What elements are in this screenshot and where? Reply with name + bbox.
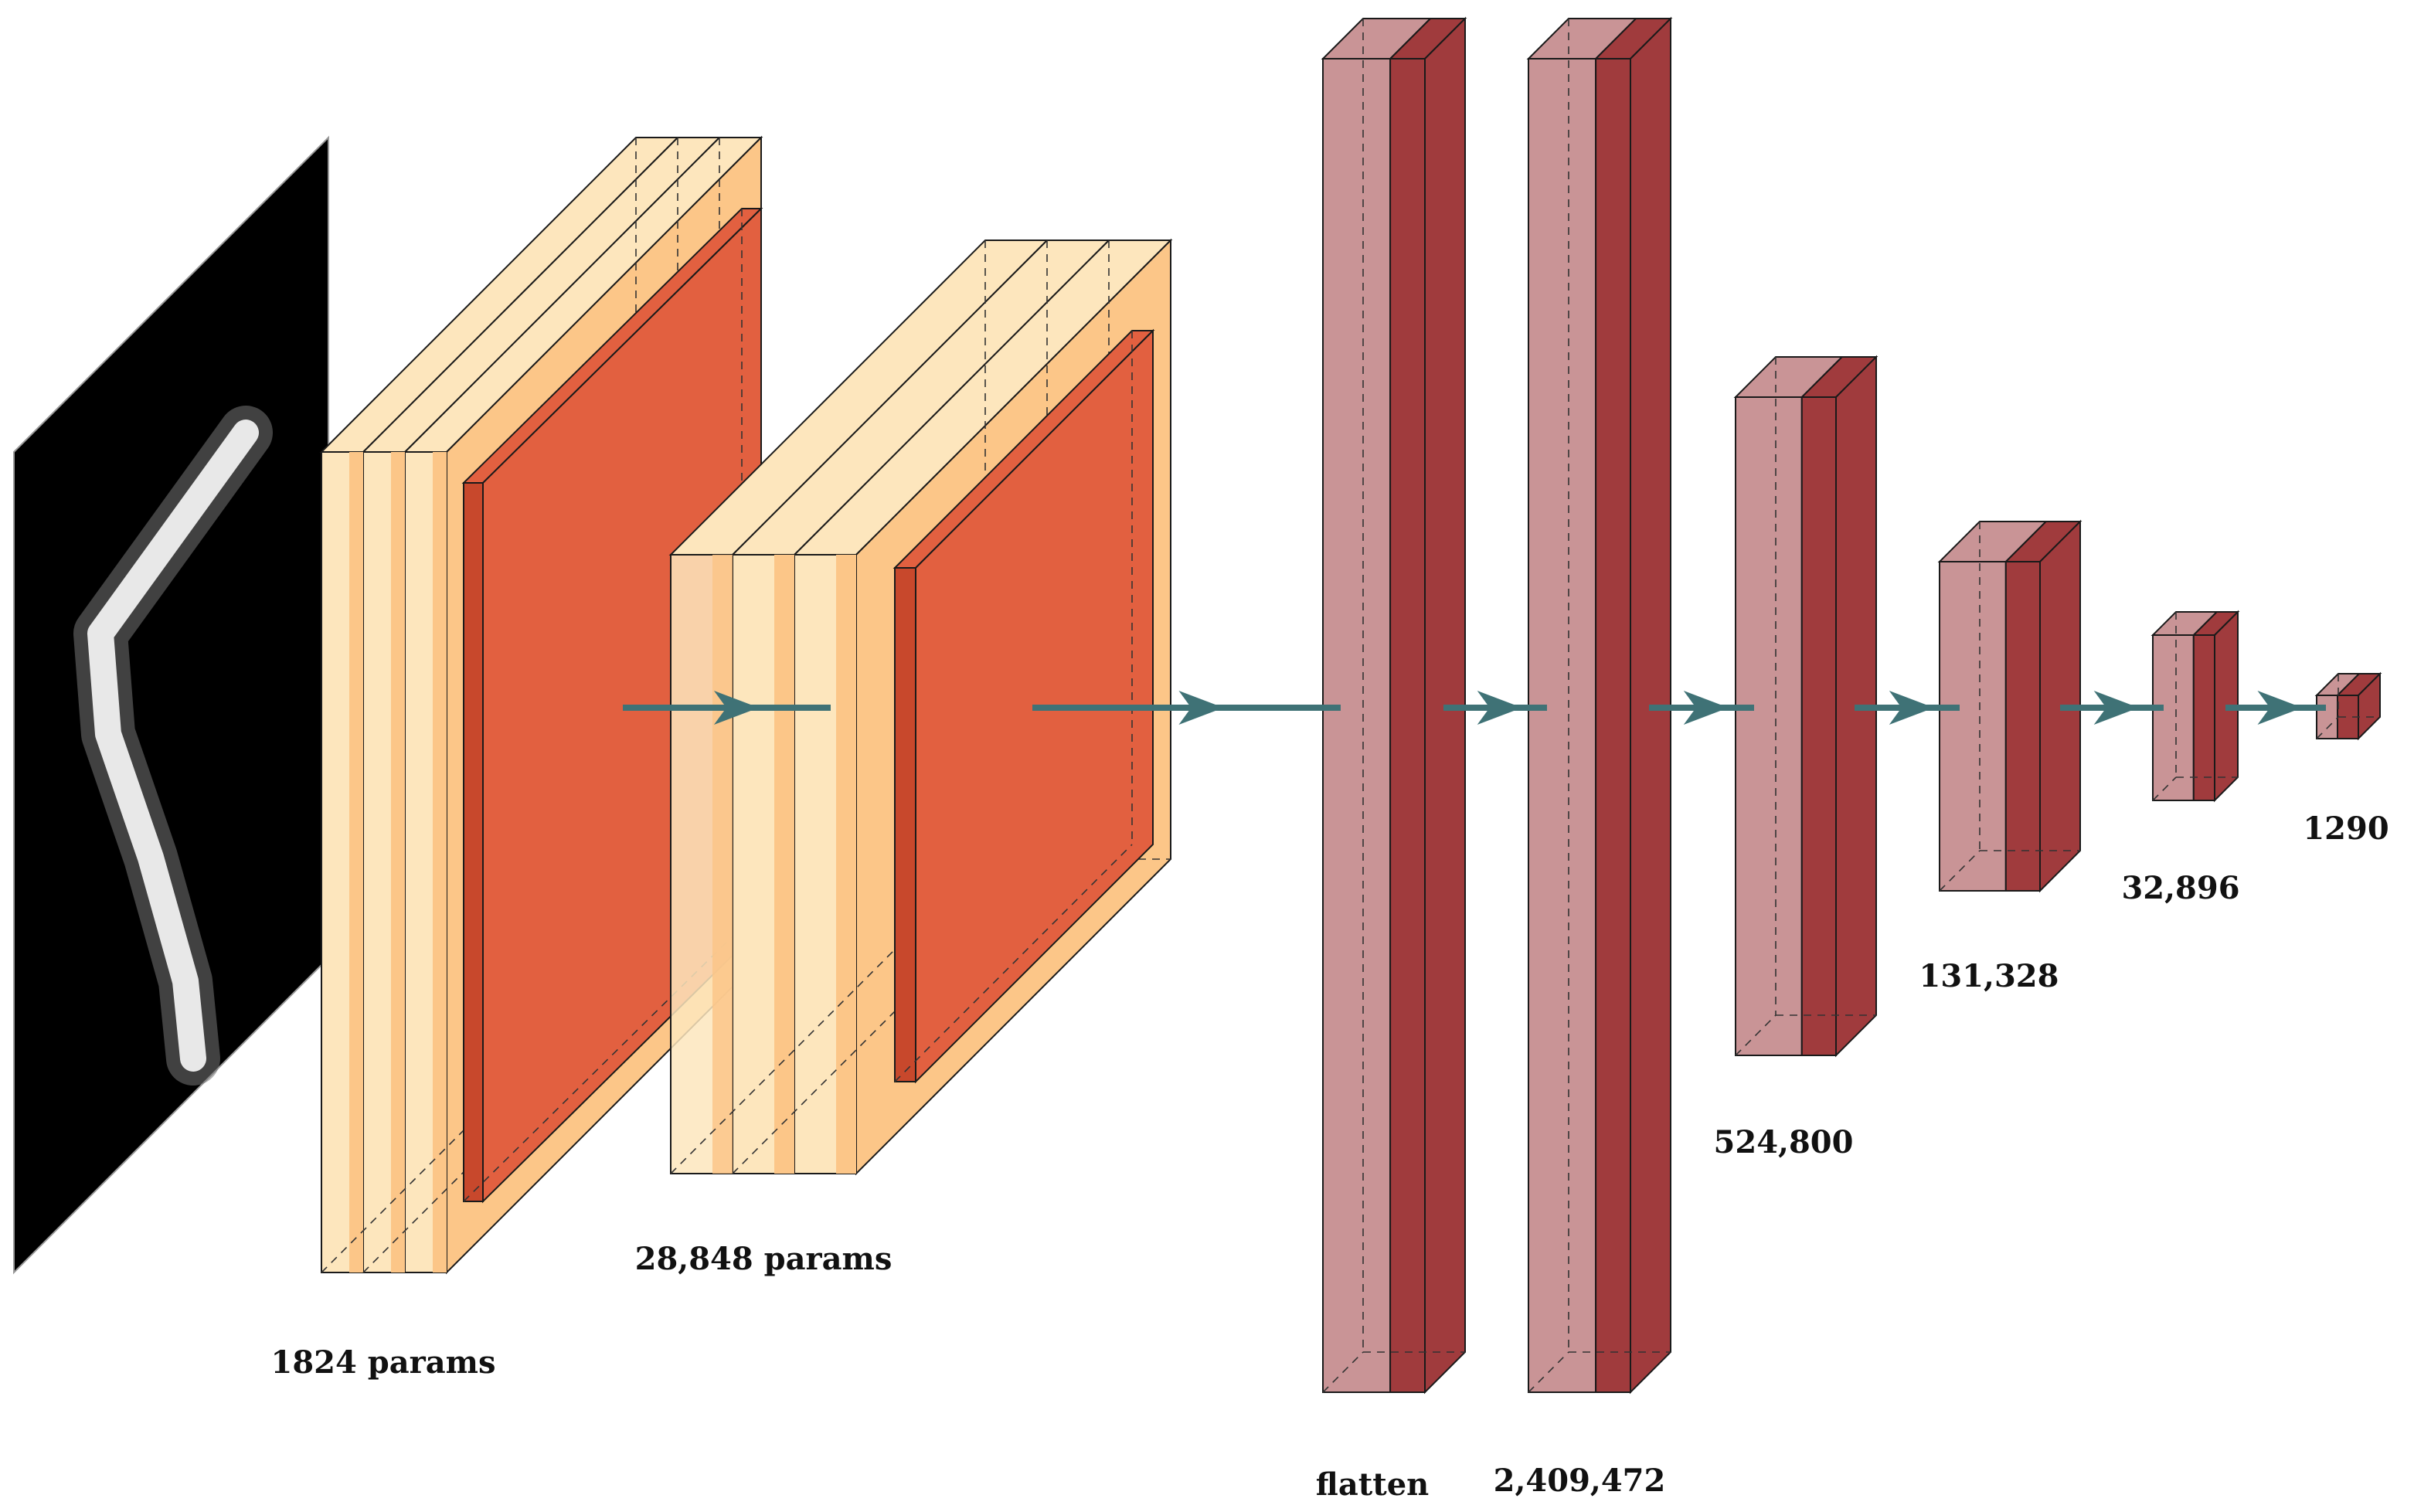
arrowhead-icon <box>713 691 759 725</box>
output-layer <box>2314 671 2382 741</box>
conv1-params-label: 1824 params <box>271 1344 496 1381</box>
input-digit-image <box>13 135 329 1275</box>
dense2-params-label: 524,800 <box>1714 1124 1854 1160</box>
conv2-filter-slab-1 <box>668 240 1049 1174</box>
arrowhead-icon <box>2257 691 2303 725</box>
flatten-label: flatten <box>1316 1466 1429 1503</box>
arrowhead-icon <box>1889 691 1934 725</box>
connection-arrow <box>2225 691 2326 725</box>
connection-arrow <box>1443 691 1547 725</box>
arrowhead-icon <box>1178 691 1224 725</box>
connection-arrows <box>623 691 2326 725</box>
conv1-filter-slab-2 <box>361 137 722 1273</box>
dense3-params-label: 131,328 <box>1919 958 2059 994</box>
dense-layers <box>1321 16 2382 1395</box>
connection-arrow <box>623 691 831 725</box>
connection-arrow <box>1855 691 1960 725</box>
dense4-layer <box>2150 610 2240 803</box>
arrowhead-icon <box>2093 691 2139 725</box>
connection-arrow <box>1032 691 1341 725</box>
output-params-label: 1290 <box>2303 810 2388 847</box>
arrowhead-icon <box>1683 691 1729 725</box>
dense3-layer <box>1937 519 2082 893</box>
dense1-params-label: 2,409,472 <box>1494 1463 1666 1499</box>
dense4-params-label: 32,896 <box>2121 870 2239 906</box>
conv1-filter-slab-1 <box>319 137 680 1273</box>
dense2-layer <box>1733 355 1878 1058</box>
conv2-params-label: 28,848 params <box>635 1241 892 1277</box>
dense1-layer <box>1526 16 1673 1395</box>
handwritten-digit-icon <box>73 406 273 1086</box>
arrowhead-icon <box>1477 691 1522 725</box>
conv2-filter-slab-2 <box>730 240 1111 1174</box>
connection-arrow <box>2060 691 2164 725</box>
connection-arrow <box>1649 691 1754 725</box>
